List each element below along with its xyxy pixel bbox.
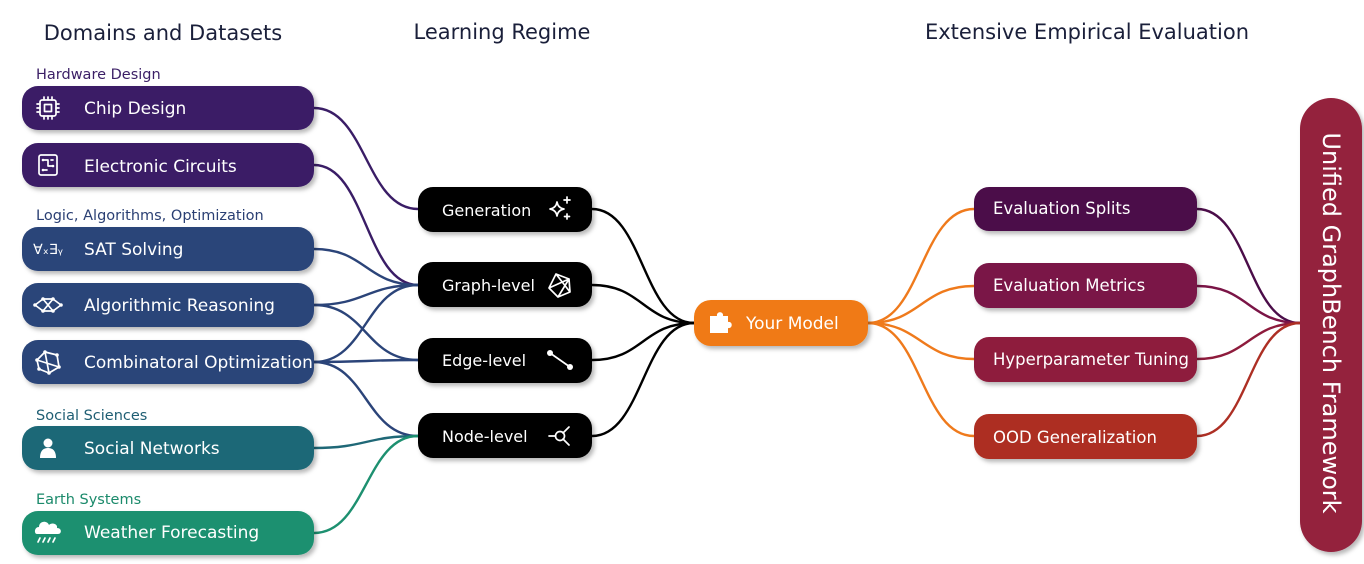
domain-weather-forecasting[interactable]: Weather Forecasting: [22, 511, 314, 555]
puzzle-icon: [710, 312, 732, 333]
task-label: Node-level: [442, 427, 528, 446]
task-generation[interactable]: Generation: [418, 187, 592, 232]
graph-icon: [548, 273, 571, 298]
domain-task-link: [313, 283, 419, 364]
task-model-link: [591, 321, 695, 438]
edge-icon: [547, 350, 573, 370]
logic-quantifier-icon: ∀ₓ∃ᵧ: [33, 242, 63, 258]
task-label: Graph-level: [442, 276, 535, 295]
domain-social-networks[interactable]: Social Networks: [22, 426, 314, 470]
domain-chip-design[interactable]: Chip Design: [22, 86, 314, 130]
task-node-level[interactable]: Node-level: [418, 413, 592, 458]
connectors: [313, 106, 1301, 535]
graph-network-icon: [35, 350, 61, 375]
person-icon: [40, 438, 56, 458]
eval-framework-link: [1196, 321, 1301, 438]
eval-metrics[interactable]: Evaluation Metrics: [974, 263, 1197, 308]
eval-hyperparameter-tuning[interactable]: Hyperparameter Tuning: [974, 337, 1197, 382]
model-eval-link: [867, 321, 975, 438]
eval-framework-link: [1196, 284, 1301, 325]
domain-task-link: [313, 360, 419, 438]
svg-text:∀ₓ∃ᵧ: ∀ₓ∃ᵧ: [33, 242, 63, 258]
domain-label: Combinatoral Optimization: [84, 353, 313, 373]
domain-combinatorial-optimization[interactable]: Combinatoral Optimization: [22, 340, 314, 384]
domain-label: Algorithmic Reasoning: [84, 296, 275, 316]
task-label: Edge-level: [442, 351, 526, 370]
domain-electronic-circuits[interactable]: Electronic Circuits: [22, 143, 314, 187]
domain-label: Social Networks: [84, 439, 220, 459]
model-label: Your Model: [745, 314, 839, 334]
group-label-earth: Earth Systems: [36, 492, 141, 508]
domain-task-link: [313, 247, 419, 287]
algorithm-graph-icon: [33, 297, 63, 313]
model-eval-link: [867, 284, 975, 325]
task-label: Generation: [442, 201, 531, 220]
eval-label: Evaluation Metrics: [993, 276, 1145, 295]
domain-task-link: [313, 303, 419, 362]
rain-cloud-icon: [34, 521, 61, 543]
title-evaluation: Extensive Empirical Evaluation: [925, 20, 1249, 44]
domain-algorithmic-reasoning[interactable]: Algorithmic Reasoning: [22, 283, 314, 327]
task-model-link: [591, 207, 695, 325]
task-model-link: [591, 321, 695, 362]
task-graph-level[interactable]: Graph-level: [418, 262, 592, 307]
eval-ood-generalization[interactable]: OOD Generalization: [974, 414, 1197, 459]
domain-task-link: [313, 163, 419, 287]
sparkles-icon: [549, 196, 571, 220]
domain-task-link: [313, 434, 419, 535]
chip-icon: [36, 96, 60, 120]
your-model-box[interactable]: Your Model: [694, 300, 868, 346]
task-edge-level[interactable]: Edge-level: [418, 338, 592, 383]
framework-banner[interactable]: Unified GraphBench Framework: [1300, 98, 1362, 552]
domain-label: Chip Design: [84, 99, 186, 119]
model-eval-link: [867, 321, 975, 361]
framework-label: Unified GraphBench Framework: [1317, 132, 1345, 513]
domain-task-link: [313, 283, 419, 307]
model-eval-link: [867, 207, 975, 325]
domain-sat-solving[interactable]: ∀ₓ∃ᵧ SAT Solving: [22, 227, 314, 271]
group-label-hardware: Hardware Design: [36, 67, 161, 83]
title-learning-regime: Learning Regime: [414, 20, 591, 44]
group-label-social: Social Sciences: [36, 408, 147, 424]
group-label-logic: Logic, Algorithms, Optimization: [36, 208, 264, 224]
domain-label: Weather Forecasting: [84, 523, 259, 543]
domain-task-link: [313, 358, 419, 364]
eval-splits[interactable]: Evaluation Splits: [974, 187, 1197, 231]
task-model-link: [591, 283, 695, 325]
eval-label: Hyperparameter Tuning: [993, 350, 1189, 369]
eval-label: OOD Generalization: [993, 428, 1157, 447]
domain-task-link: [313, 106, 419, 211]
title-domains: Domains and Datasets: [44, 21, 282, 45]
circuit-icon: [38, 154, 58, 176]
domain-label: Electronic Circuits: [84, 157, 237, 177]
domain-task-link: [313, 434, 419, 450]
eval-framework-link: [1196, 207, 1301, 325]
eval-framework-link: [1196, 321, 1301, 361]
domain-label: SAT Solving: [84, 240, 183, 260]
node-icon: [548, 426, 570, 446]
eval-label: Evaluation Splits: [993, 199, 1131, 218]
